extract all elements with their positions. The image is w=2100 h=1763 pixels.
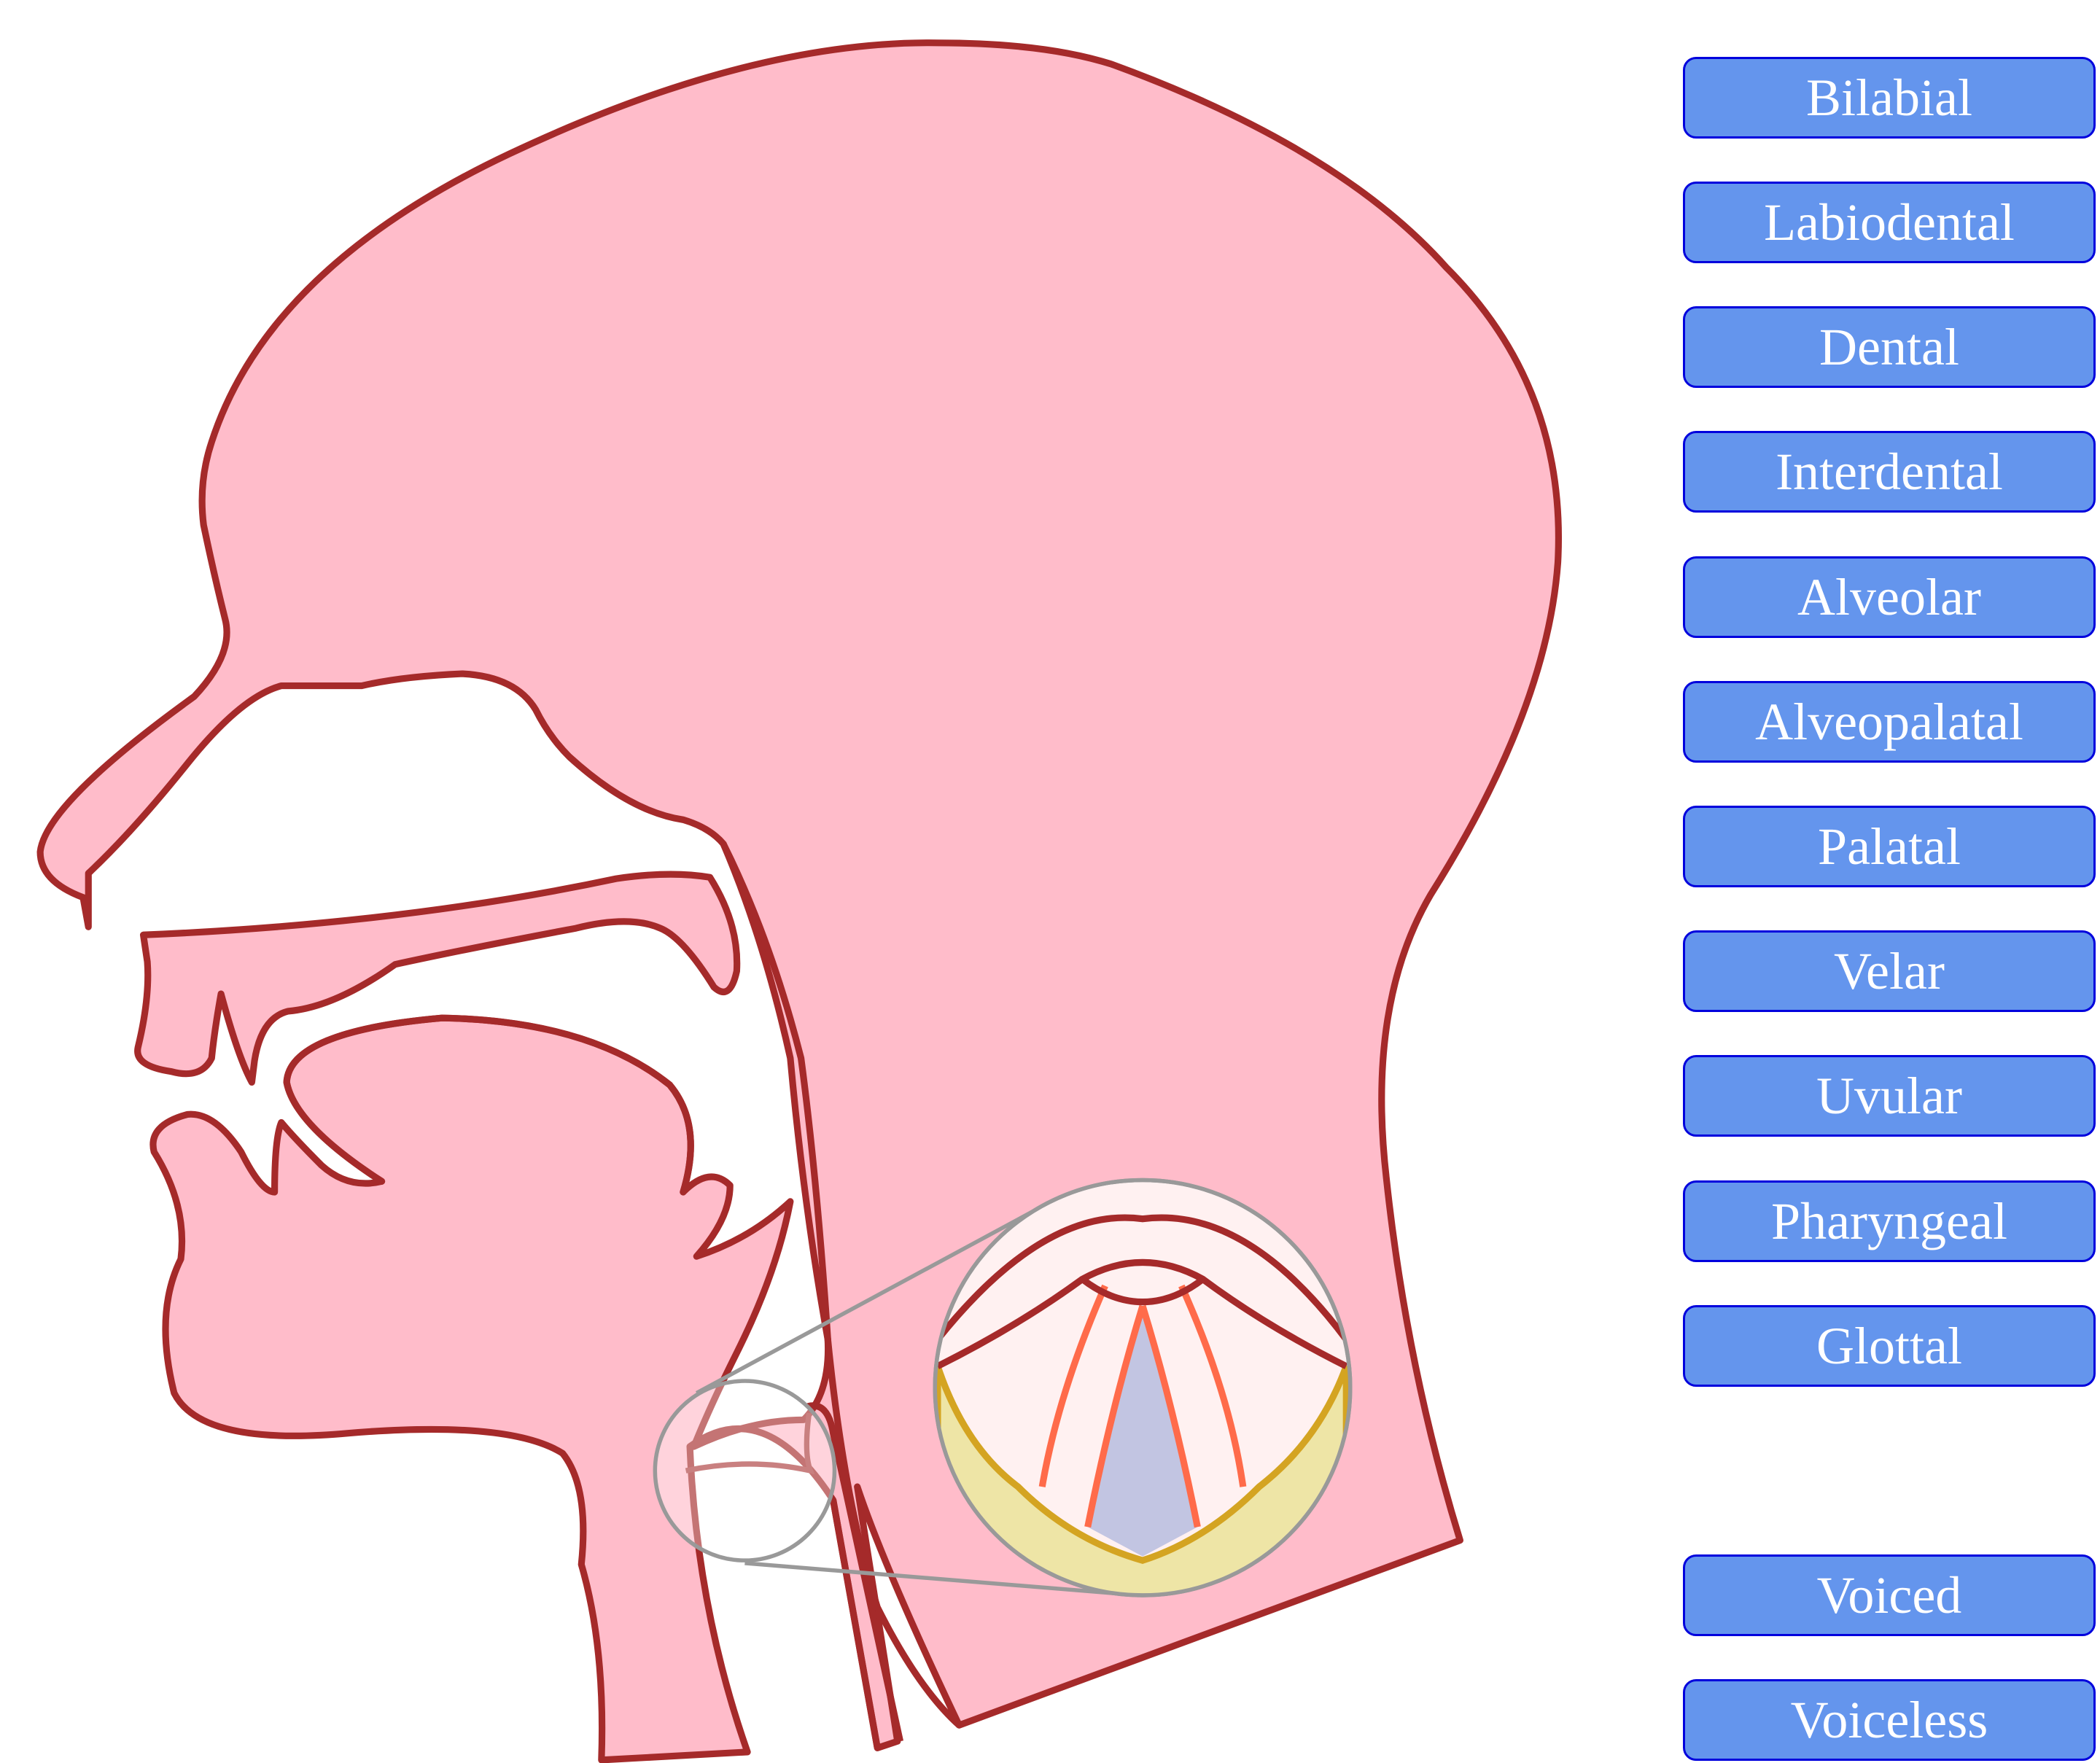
alveolar-button[interactable]: Alveolar <box>1683 556 2096 638</box>
vocal-tract-diagram <box>36 39 1562 1763</box>
pharyngeal-button[interactable]: Pharyngeal <box>1683 1180 2096 1262</box>
pharynx-wall <box>720 842 962 1728</box>
trachea-back <box>806 1402 903 1743</box>
interdental-button[interactable]: Interdental <box>1683 431 2096 513</box>
magnified-larynx-frame <box>933 1178 1353 1597</box>
epiglottis <box>936 1258 1348 1369</box>
trachea-front <box>830 1499 881 1749</box>
labiodental-button[interactable]: Labiodental <box>1683 182 2096 263</box>
cartilage <box>935 1365 1350 1595</box>
glottal-button[interactable]: Glottal <box>1683 1305 2096 1387</box>
tongue <box>283 1014 694 1196</box>
glottis <box>1087 1306 1198 1557</box>
oral-cavity <box>134 871 741 1086</box>
arytenoid-center <box>1080 1276 1205 1306</box>
dental-button[interactable]: Dental <box>1683 306 2096 388</box>
vocal-fold-left <box>1038 1284 1146 1528</box>
magnifier-line-bottom <box>744 1561 1139 1597</box>
place-of-articulation-panel: Bilabial Labiodental Dental Interdental … <box>1683 0 2100 1763</box>
velar-button[interactable]: Velar <box>1683 930 2096 1012</box>
uvular-button[interactable]: Uvular <box>1683 1055 2096 1137</box>
palatal-button[interactable]: Palatal <box>1683 806 2096 887</box>
bilabial-button[interactable]: Bilabial <box>1683 57 2096 139</box>
vocal-fold-right <box>1139 1284 1247 1528</box>
larynx-lens <box>653 1379 837 1562</box>
arytenoid-top <box>935 1214 1349 1342</box>
voiced-button[interactable]: Voiced <box>1683 1554 2096 1636</box>
alveopalatal-button[interactable]: Alveopalatal <box>1683 681 2096 763</box>
voiceless-button[interactable]: Voiceless <box>1683 1679 2096 1761</box>
larynx-lens-detail <box>685 1412 815 1475</box>
magnifier-line-top <box>695 1210 1032 1395</box>
